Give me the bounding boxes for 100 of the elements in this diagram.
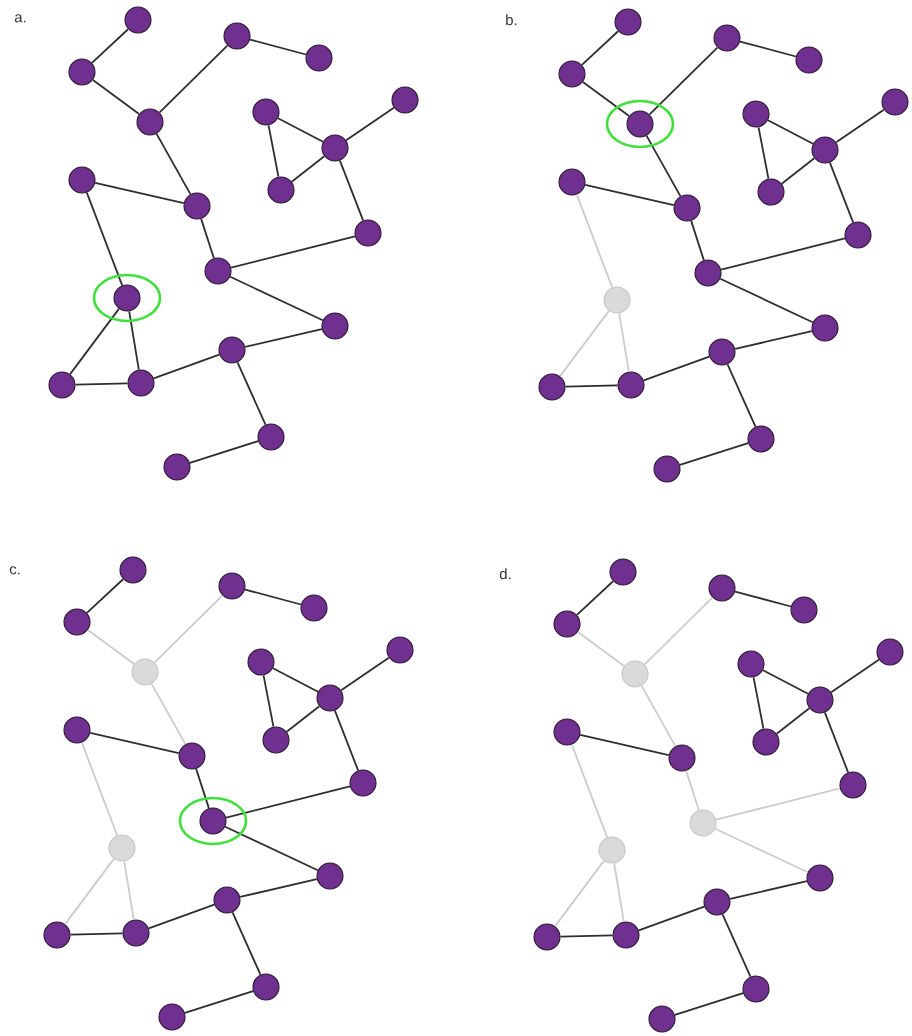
connector-line bbox=[581, 30, 619, 66]
circle-node bbox=[124, 6, 152, 34]
circle-node bbox=[43, 921, 71, 949]
connector-line bbox=[69, 932, 124, 936]
connector-line bbox=[559, 309, 610, 378]
connector-line bbox=[69, 307, 120, 376]
connector-line bbox=[674, 992, 744, 1016]
connector-line bbox=[236, 361, 267, 426]
connector-line bbox=[339, 159, 364, 222]
circle-node bbox=[558, 168, 586, 196]
connector-line bbox=[153, 594, 224, 664]
circle-node bbox=[262, 726, 290, 754]
connector-line bbox=[577, 631, 625, 667]
connector-line bbox=[570, 743, 609, 839]
circle-node bbox=[538, 373, 566, 401]
connector-line bbox=[64, 857, 115, 926]
connector-line bbox=[643, 596, 714, 666]
connector-line bbox=[690, 220, 705, 261]
connector-line bbox=[272, 667, 319, 693]
connector-line bbox=[719, 277, 814, 324]
circle-node bbox=[708, 574, 736, 602]
circle-node bbox=[349, 769, 377, 797]
connector-line bbox=[94, 182, 185, 204]
connector-line bbox=[679, 442, 749, 466]
connector-line bbox=[757, 126, 770, 180]
circle-node bbox=[648, 1005, 676, 1033]
panel-label: a. bbox=[14, 14, 26, 23]
circle-node bbox=[63, 608, 91, 636]
connector-line bbox=[155, 132, 192, 196]
circle-node bbox=[609, 558, 637, 586]
connector-line bbox=[613, 862, 625, 923]
connector-line bbox=[239, 878, 318, 898]
connector-line bbox=[92, 79, 140, 115]
connector-line bbox=[91, 28, 129, 64]
circle-node bbox=[252, 973, 280, 1001]
connector-line bbox=[231, 911, 262, 976]
connector-line bbox=[244, 328, 323, 348]
circle-node bbox=[354, 219, 382, 247]
connector-line bbox=[576, 580, 614, 616]
connector-line bbox=[74, 382, 129, 386]
connector-line bbox=[734, 330, 813, 350]
connector-line bbox=[184, 990, 254, 1014]
circle-node bbox=[136, 108, 164, 136]
connector-line bbox=[830, 658, 880, 694]
connector-line bbox=[189, 440, 259, 464]
connector-line bbox=[249, 38, 307, 56]
circle-node bbox=[795, 46, 823, 74]
circle-node bbox=[626, 110, 654, 138]
connector-line bbox=[642, 355, 711, 382]
connector-line bbox=[340, 656, 390, 692]
panel-label: d. bbox=[499, 568, 511, 580]
connector-line bbox=[575, 193, 614, 289]
circle-node bbox=[742, 100, 770, 128]
connector-line bbox=[584, 184, 675, 206]
connector-line bbox=[739, 40, 797, 58]
circle-node bbox=[267, 176, 295, 204]
circle-node bbox=[158, 1003, 186, 1031]
connector-line bbox=[229, 275, 324, 322]
circle-node bbox=[204, 257, 232, 285]
circle-node bbox=[108, 834, 136, 862]
circle-node bbox=[119, 556, 147, 584]
connector-line bbox=[640, 684, 677, 748]
circle-node bbox=[653, 455, 681, 483]
connector-line bbox=[835, 108, 885, 144]
circle-node bbox=[668, 744, 696, 772]
circle-node bbox=[790, 596, 818, 624]
connector-line bbox=[158, 44, 229, 114]
circle-node bbox=[598, 836, 626, 864]
connector-line bbox=[334, 709, 359, 772]
circle-node bbox=[811, 314, 839, 342]
connector-line bbox=[150, 682, 187, 746]
circle-node bbox=[876, 638, 904, 666]
circle-node bbox=[689, 809, 717, 837]
connector-line bbox=[775, 707, 811, 735]
circle-node bbox=[223, 22, 251, 50]
connector-line bbox=[824, 711, 849, 774]
connector-line bbox=[554, 859, 605, 928]
circle-node bbox=[218, 336, 246, 364]
circle-node bbox=[257, 423, 285, 451]
connector-line bbox=[648, 46, 719, 116]
circle-node bbox=[68, 166, 96, 194]
connector-line bbox=[87, 629, 135, 665]
circle-node bbox=[305, 44, 333, 72]
circle-node bbox=[199, 807, 227, 835]
circle-node bbox=[131, 658, 159, 686]
circle-node bbox=[533, 923, 561, 951]
circle-node bbox=[703, 888, 731, 916]
connector-line bbox=[86, 578, 124, 614]
circle-node bbox=[752, 728, 780, 756]
connector-line bbox=[230, 235, 356, 269]
circle-node bbox=[68, 58, 96, 86]
connector-line bbox=[720, 237, 846, 271]
connector-line bbox=[829, 161, 854, 224]
circle-node bbox=[844, 221, 872, 249]
connector-line bbox=[767, 119, 814, 145]
circle-node bbox=[218, 572, 246, 600]
circle-node bbox=[122, 919, 150, 947]
circle-node bbox=[806, 864, 834, 892]
circle-node bbox=[747, 425, 775, 453]
circle-node bbox=[316, 862, 344, 890]
